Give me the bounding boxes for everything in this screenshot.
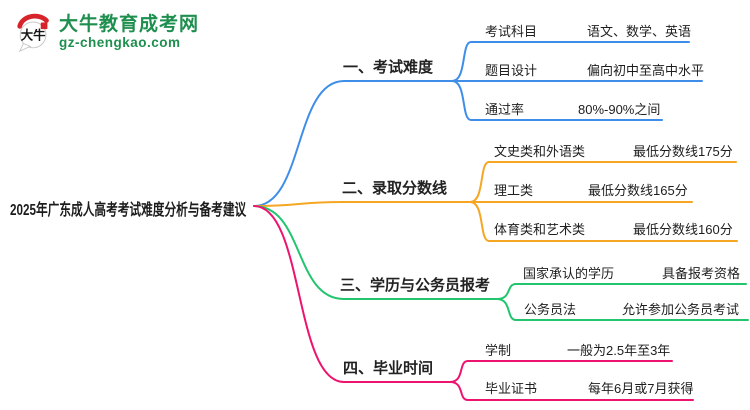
leaf-value: 偏向初中至高中水平 (587, 63, 705, 78)
daniu-bull-logo-icon: 大牛 (17, 13, 49, 53)
leaf-connector (451, 80, 663, 121)
leaf-value: 最低分数线160分 (633, 222, 733, 237)
leaf-label: 理工类 (494, 183, 534, 198)
leaf-connector (449, 360, 673, 383)
branch-connector (253, 205, 451, 383)
leaf-label: 学制 (485, 343, 512, 358)
site-name: 大牛教育成考网 (59, 14, 200, 35)
leaf-connector (469, 201, 738, 242)
leaf-label: 体育类和艺术类 (494, 222, 586, 237)
branch-connector (253, 80, 453, 207)
leaf-value: 最低分数线175分 (633, 144, 733, 159)
leaf-value: 具备报考资格 (662, 266, 741, 281)
branch-node-graduation-time: 四、毕业时间 (343, 360, 434, 377)
branch-node-degree-civil-service: 三、学历与公务员报考 (340, 277, 491, 294)
branch-connector (253, 205, 498, 300)
mindmap-root-node: 2025年广东成人高考考试难度分析与备考建议 (10, 202, 247, 219)
leaf-value: 80%-90%之间 (578, 102, 661, 117)
logo-icon-text: 大牛 (21, 28, 46, 43)
site-url: gz-chengkao.com (59, 35, 181, 50)
leaf-label: 文史类和外语类 (494, 144, 586, 159)
leaf-label: 题目设计 (485, 63, 538, 78)
leaf-value: 每年6月或7月获得 (588, 381, 694, 396)
leaf-label: 公务员法 (524, 302, 577, 317)
leaf-label: 国家承认的学历 (523, 266, 615, 281)
leaf-value: 允许参加公务员考试 (622, 302, 740, 317)
leaf-value: 最低分数线165分 (588, 183, 688, 198)
leaf-connector (451, 41, 690, 82)
site-logo: 大牛 大牛教育成考网 gz-chengkao.com (14, 12, 199, 54)
leaf-connector (469, 161, 737, 203)
leaf-label: 考试科目 (485, 24, 538, 39)
leaf-connector (449, 381, 694, 401)
leaf-value: 一般为2.5年至3年 (567, 343, 671, 358)
leaf-label: 毕业证书 (485, 381, 538, 396)
branch-connector (253, 201, 471, 207)
leaf-connector (496, 283, 747, 300)
leaf-value: 语文、数学、英语 (587, 24, 692, 39)
leaf-label: 通过率 (485, 102, 525, 117)
branch-node-exam-difficulty: 一、考试难度 (343, 59, 434, 76)
leaf-connector (496, 298, 749, 321)
branch-node-admission-score: 二、录取分数线 (342, 180, 448, 197)
